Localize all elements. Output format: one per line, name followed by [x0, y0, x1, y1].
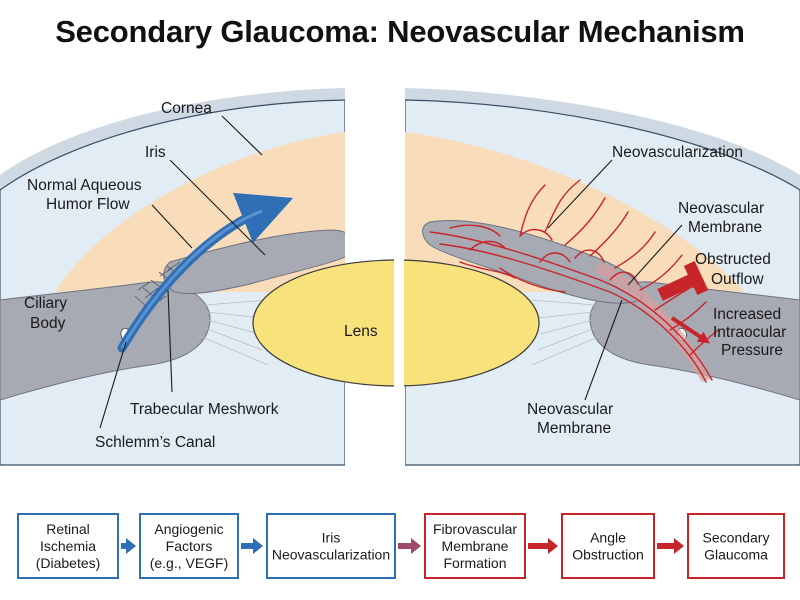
iris-neovascular-vessels [429, 179, 719, 383]
label-neovascularization: Neovascularization [612, 144, 743, 161]
left-zonules [199, 299, 269, 366]
right-zonules [531, 299, 601, 366]
flow-step-text: Factors [166, 538, 213, 554]
flow-step-text: Membrane [442, 538, 509, 554]
label-membrane-top-2: Membrane [688, 219, 762, 236]
flow-step-box [561, 513, 655, 579]
flow-step-text: Angiogenic [154, 521, 223, 537]
flow-step-box [17, 513, 119, 579]
label-membrane-bottom-1: Neovascular [527, 401, 613, 418]
flow-step-text: Angle [590, 530, 626, 546]
obstruction-block-icon [657, 260, 709, 301]
label-obstructed-1: Obstructed [695, 251, 771, 268]
flow-step-text: Ischemia [40, 538, 96, 554]
page-title: Secondary Glaucoma: Neovascular Mechanis… [55, 14, 745, 49]
flow-arrow-icon [411, 538, 421, 554]
lens-divider [394, 255, 404, 395]
label-aqueous-2: Humor Flow [46, 196, 130, 213]
flow-step-text: Neovascularization [272, 547, 390, 563]
label-obstructed-2: Outflow [711, 271, 764, 288]
flow-step-text: Iris [322, 530, 341, 546]
label-ciliary-2: Body [30, 315, 66, 332]
label-pressure-3: Pressure [721, 342, 783, 359]
pressure-arrow [670, 316, 710, 344]
flow-arrow-icon [548, 538, 558, 554]
aqueous-flow-arrow-highlight [120, 209, 263, 349]
flow-step-text: (Diabetes) [36, 555, 101, 571]
diagram-labels: Cornea Iris Normal Aqueous Humor Flow Ci… [24, 100, 786, 451]
label-lens: Lens [344, 323, 378, 340]
flow-step-text: (e.g., VEGF) [150, 555, 229, 571]
flow-step-box [266, 513, 396, 579]
flow-step-text: Obstruction [572, 547, 644, 563]
flow-arrow-icon [674, 538, 684, 554]
label-pressure-2: Intraocular [713, 324, 786, 341]
flow-step-text: Retinal [46, 521, 90, 537]
label-cornea: Cornea [161, 100, 212, 117]
flow-step-box [139, 513, 239, 579]
flow-arrow-icon [253, 538, 263, 554]
label-pressure-1: Increased [713, 306, 781, 323]
flow-step-box [424, 513, 526, 579]
flow-step-text: Fibrovascular [433, 521, 517, 537]
label-membrane-top-1: Neovascular [678, 200, 764, 217]
right-ciliary-body [589, 281, 800, 401]
flow-arrow-icon [126, 538, 136, 554]
label-schlemms-canal: Schlemm’s Canal [95, 434, 215, 451]
fibrovascular-membrane [595, 262, 712, 382]
label-iris: Iris [145, 144, 166, 161]
right-leader-lines [547, 159, 683, 401]
label-ciliary-1: Ciliary [24, 295, 67, 312]
flow-step-box [687, 513, 785, 579]
flow-step-text: Glaucoma [704, 547, 768, 563]
left-panel-normal-eye [0, 88, 357, 466]
label-trabecular-meshwork: Trabecular Meshwork [130, 401, 279, 418]
left-ciliary-body [0, 281, 211, 401]
label-membrane-bottom-2: Membrane [537, 420, 611, 437]
left-leader-lines [99, 115, 266, 429]
flow-step-text: Secondary [703, 530, 770, 546]
flow-step-text: Formation [443, 555, 506, 571]
label-aqueous-1: Normal Aqueous [27, 177, 142, 194]
right-panel-neovascular-eye [404, 88, 800, 466]
